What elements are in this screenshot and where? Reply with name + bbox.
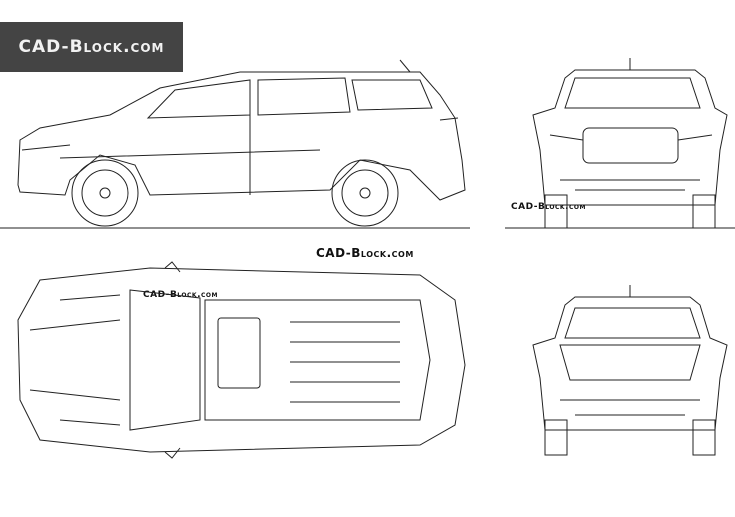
- site-logo[interactable]: CAD-Block.com: [0, 22, 183, 72]
- rear-view: [532, 285, 728, 456]
- watermark-top: CAD-Block.com: [143, 290, 218, 300]
- side-view: [0, 59, 470, 229]
- watermark-front: CAD-Block.com: [511, 202, 586, 212]
- front-view: [505, 58, 735, 229]
- top-view: [17, 261, 466, 459]
- watermark-main: CAD-Block.com: [316, 246, 414, 260]
- logo-text: CAD-Block.com: [18, 37, 165, 57]
